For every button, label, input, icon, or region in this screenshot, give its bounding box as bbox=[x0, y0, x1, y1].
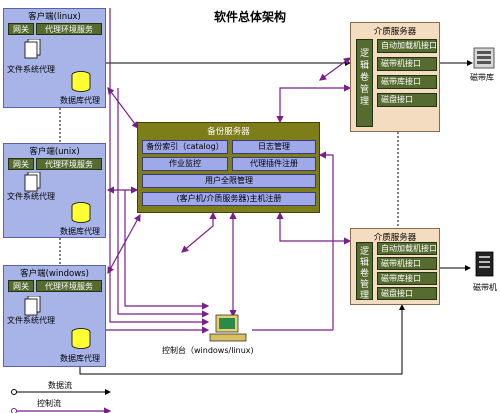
gateway-box: 网关 bbox=[8, 280, 34, 292]
console-computer-icon bbox=[209, 314, 247, 342]
gateway-box: 网关 bbox=[8, 23, 34, 35]
client-linux: 客户端(linux) 网关 代理环境服务 文件系统代理 数据库代理 bbox=[3, 8, 106, 108]
media-server-title: 介质服务器 bbox=[373, 233, 417, 243]
client-title: 客户端(windows) bbox=[20, 269, 89, 279]
interface-tape-library: 磁带库接口 bbox=[377, 75, 437, 89]
db-proxy-label: 数据库代理 bbox=[60, 354, 100, 363]
control-flow-line bbox=[117, 88, 210, 318]
db-proxy-label: 数据库代理 bbox=[60, 96, 100, 105]
database-icon bbox=[71, 328, 91, 349]
log-management-cell: 日志管理 bbox=[232, 140, 316, 154]
control-flow-line bbox=[107, 87, 139, 129]
data-flow-line bbox=[79, 304, 405, 375]
tape-library-label: 磁带库 bbox=[470, 73, 494, 82]
media-server-2: 介质服务器 逻辑卷管理 自动加载机接口 磁带机接口 磁带库接口 磁盘接口 bbox=[350, 228, 440, 305]
plugin-register-cell: 代理插件注册 bbox=[232, 157, 316, 171]
control-flow-line bbox=[276, 211, 352, 245]
client-title: 客户端(linux) bbox=[28, 12, 81, 22]
interface-tape-drive: 磁带机接口 bbox=[377, 257, 437, 270]
file-icon bbox=[24, 39, 41, 59]
legend-data-flow: 数据流 bbox=[48, 381, 72, 390]
interface-autoloader: 自动加载机接口 bbox=[377, 39, 437, 53]
logic-volume-box: 逻辑卷管理 bbox=[356, 242, 373, 301]
job-monitor-cell: 作业监控 bbox=[142, 157, 228, 171]
database-icon bbox=[71, 202, 91, 223]
file-icon bbox=[24, 296, 41, 316]
tape-library-icon bbox=[473, 47, 495, 69]
database-icon bbox=[71, 71, 91, 92]
user-permission-cell: 用户全限管理 bbox=[142, 174, 316, 188]
control-flow-line bbox=[319, 57, 351, 81]
logic-volume-box: 逻辑卷管理 bbox=[356, 39, 373, 127]
backup-server-title: 备份服务器 bbox=[207, 127, 250, 137]
host-register-cell: (客户机/介质服务器)主机注册 bbox=[142, 192, 316, 206]
client-unix: 客户端(unix) 网关 代理环境服务 文件系统代理 数据库代理 bbox=[3, 143, 106, 238]
diagram-title: 软件总体架构 bbox=[213, 10, 286, 24]
fs-proxy-label: 文件系统代理 bbox=[7, 192, 55, 201]
media-server-1: 介质服务器 逻辑卷管理 自动加载机接口 磁带机接口 磁带库接口 磁盘接口 bbox=[350, 22, 440, 132]
client-windows: 客户端(windows) 网关 代理环境服务 文件系统代理 数据库代理 bbox=[3, 265, 106, 367]
proxy-service-box: 代理环境服务 bbox=[36, 280, 102, 292]
backup-server: 备份服务器 备份索引（catalog） 日志管理 作业监控 代理插件注册 用户全… bbox=[137, 122, 320, 213]
console-label: 控制台（windows/linux) bbox=[162, 346, 254, 355]
backup-index-cell: 备份索引（catalog） bbox=[142, 140, 228, 154]
legend-control-flow: 控制流 bbox=[37, 399, 61, 408]
control-flow-line bbox=[107, 213, 141, 275]
proxy-service-box: 代理环境服务 bbox=[36, 158, 102, 170]
interface-tape-library: 磁带库接口 bbox=[377, 272, 437, 285]
gateway-box: 网关 bbox=[8, 158, 34, 170]
media-server-title: 介质服务器 bbox=[373, 27, 417, 37]
tape-drive-icon bbox=[475, 251, 494, 277]
fs-proxy-label: 文件系统代理 bbox=[7, 65, 55, 74]
interface-autoloader: 自动加载机接口 bbox=[377, 242, 437, 255]
control-flow-line bbox=[276, 84, 352, 124]
db-proxy-label: 数据库代理 bbox=[60, 227, 100, 236]
control-flow-line bbox=[109, 8, 210, 326]
interface-disk: 磁盘接口 bbox=[377, 93, 437, 107]
file-icon bbox=[24, 172, 41, 192]
tape-drive-label: 磁带机 bbox=[473, 283, 497, 292]
client-title: 客户端(unix) bbox=[29, 147, 80, 157]
control-flow-line bbox=[124, 190, 210, 310]
interface-disk: 磁盘接口 bbox=[377, 287, 437, 300]
fs-proxy-label: 文件系统代理 bbox=[7, 316, 55, 325]
proxy-service-box: 代理环境服务 bbox=[36, 23, 102, 35]
interface-tape-drive: 磁带机接口 bbox=[377, 57, 437, 71]
control-flow-line bbox=[181, 211, 217, 253]
control-flow-line bbox=[318, 151, 334, 330]
